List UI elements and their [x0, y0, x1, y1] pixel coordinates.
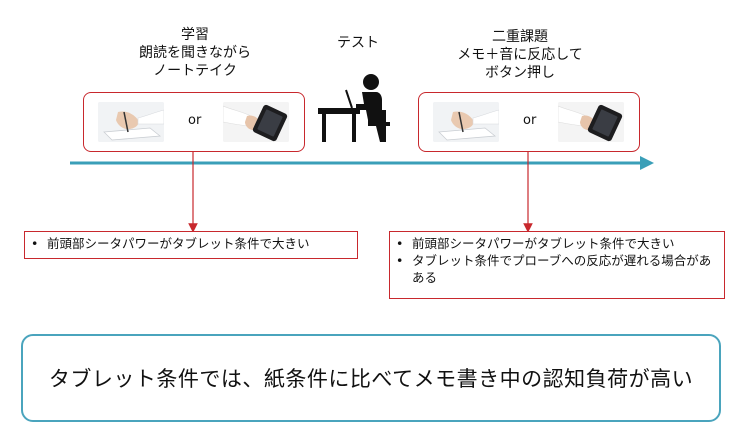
learning-findings-box: 前頭部シータパワーがタブレット条件で大きい	[24, 231, 358, 259]
stage-dualtask-line-3: ボタン押し	[485, 65, 555, 81]
or-label-right: or	[523, 113, 537, 128]
stage-learning-label: 学習 朗読を聞きながら ノートテイク	[120, 26, 270, 80]
hand-writing-on-tablet-icon	[223, 102, 289, 142]
hand-writing-on-paper-icon	[433, 102, 499, 142]
learning-findings-list: 前頭部シータパワーがタブレット条件で大きい	[31, 235, 351, 252]
conclusion-text: タブレット条件では、紙条件に比べてメモ書き中の認知負荷が高い	[48, 367, 694, 391]
stage-learning-line-1: 学習	[181, 27, 209, 43]
hand-writing-on-tablet-icon	[558, 102, 624, 142]
stage-dualtask-label: 二重課題 メモ＋音に反応して ボタン押し	[440, 28, 600, 82]
person-at-desk-icon	[318, 74, 390, 142]
stage-test-label: テスト	[318, 34, 398, 52]
stage-learning-line-3: ノートテイク	[153, 63, 237, 79]
stage-dualtask-line-2: メモ＋音に反応して	[457, 47, 583, 63]
stage-test-line-1: テスト	[337, 35, 379, 51]
stage-dualtask-line-1: 二重課題	[492, 29, 548, 45]
dualtask-condition-box: or	[418, 92, 640, 152]
hand-writing-on-paper-icon	[98, 102, 164, 142]
or-label-left: or	[188, 113, 202, 128]
learning-finding-1: 前頭部シータパワーがタブレット条件で大きい	[31, 235, 351, 252]
dualtask-finding-1: 前頭部シータパワーがタブレット条件で大きい	[396, 235, 718, 252]
learning-condition-box: or	[83, 92, 305, 152]
stage-learning-line-2: 朗読を聞きながら	[139, 45, 251, 61]
dualtask-findings-list: 前頭部シータパワーがタブレット条件で大きい タブレット条件でプローブへの反応が遅…	[396, 235, 718, 286]
dualtask-finding-2: タブレット条件でプローブへの反応が遅れる場合があある	[396, 252, 718, 286]
timeline-arrowhead	[640, 156, 654, 170]
dualtask-findings-box: 前頭部シータパワーがタブレット条件で大きい タブレット条件でプローブへの反応が遅…	[389, 231, 725, 299]
conclusion-box: タブレット条件では、紙条件に比べてメモ書き中の認知負荷が高い	[21, 334, 721, 422]
